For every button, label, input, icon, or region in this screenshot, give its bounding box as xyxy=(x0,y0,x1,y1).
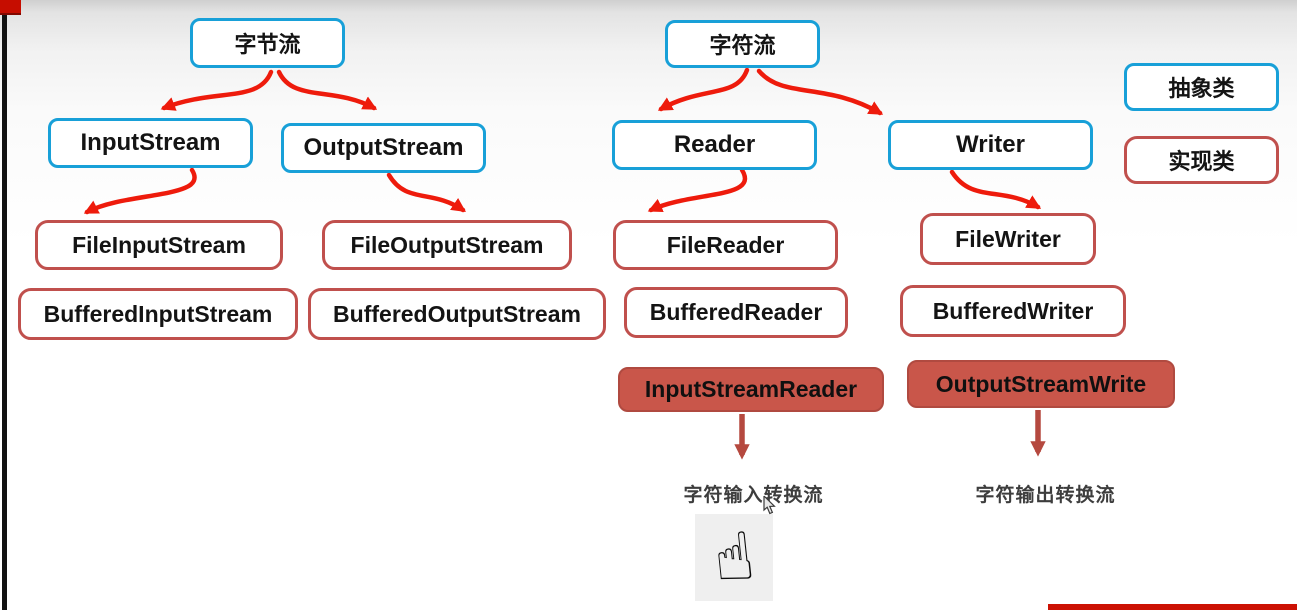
node-outputstream: OutputStream xyxy=(281,123,486,173)
node-reader-label: Reader xyxy=(673,131,756,158)
node-outputstream-label: OutputStream xyxy=(303,134,464,161)
arrow-writer-to-filewriter xyxy=(949,169,1042,210)
arrow-bytestream-to-inputstream xyxy=(160,69,274,111)
node-filewriter-label: FileWriter xyxy=(955,225,1061,252)
node-outputstreamwrite-label: OutputStreamWrite xyxy=(935,370,1147,397)
mouse-cursor-icon xyxy=(763,496,776,515)
legend-concrete-class: 实现类 xyxy=(1124,136,1279,184)
node-inputstreamreader: InputStreamReader xyxy=(618,367,884,412)
node-fileoutputstream-label: FileOutputStream xyxy=(350,231,544,258)
node-char-stream: 字符流 xyxy=(665,20,820,68)
node-char-stream-label: 字符流 xyxy=(709,33,776,58)
arrow-charstream-to-reader xyxy=(657,67,750,112)
bottom-right-red-bar xyxy=(1048,604,1297,610)
node-filereader: FileReader xyxy=(613,220,838,270)
arrow-bytestream-to-outputstream xyxy=(276,69,378,111)
node-inputstream-label: InputStream xyxy=(80,129,221,156)
node-bufferedreader: BufferedReader xyxy=(624,287,848,338)
annotation-output-convert-stream: 字符输出转换流 xyxy=(975,485,1116,506)
node-inputstreamreader-label: InputStreamReader xyxy=(644,376,858,402)
hand-pointer-icon: ☝ xyxy=(709,516,758,598)
node-byte-stream: 字节流 xyxy=(190,18,345,68)
hand-pointer-tile: ☝ xyxy=(695,514,773,601)
node-bufferedinputstream: BufferedInputStream xyxy=(18,288,298,340)
node-fileinputstream: FileInputStream xyxy=(35,220,283,270)
node-bufferedwriter-label: BufferedWriter xyxy=(932,297,1094,324)
arrow-inputstream-to-fileinputstream xyxy=(83,167,197,215)
node-outputstreamwrite: OutputStreamWrite xyxy=(907,360,1175,408)
node-fileinputstream-label: FileInputStream xyxy=(72,231,246,258)
annotation-input-convert-stream: 字符输入转换流 xyxy=(683,485,824,506)
node-writer-label: Writer xyxy=(956,131,1025,158)
node-bufferedoutputstream: BufferedOutputStream xyxy=(308,288,606,340)
legend-abstract-class: 抽象类 xyxy=(1124,63,1279,111)
node-writer: Writer xyxy=(888,120,1093,170)
legend-abstract-label: 抽象类 xyxy=(1168,76,1235,101)
node-bufferedwriter: BufferedWriter xyxy=(900,285,1126,337)
arrow-outputstream-to-fileoutputstream xyxy=(386,172,466,213)
node-inputstream: InputStream xyxy=(48,118,253,168)
arrow-charstream-to-writer xyxy=(756,68,884,116)
left-edge-bar xyxy=(2,0,7,610)
node-bufferedoutputstream-label: BufferedOutputStream xyxy=(333,300,581,327)
node-bufferedreader-label: BufferedReader xyxy=(649,299,823,325)
top-left-red-square xyxy=(0,0,21,15)
node-reader: Reader xyxy=(612,120,817,170)
node-byte-stream-label: 字节流 xyxy=(234,32,301,57)
legend-concrete-label: 实现类 xyxy=(1168,149,1235,174)
node-filereader-label: FileReader xyxy=(666,231,785,258)
node-bufferedinputstream-label: BufferedInputStream xyxy=(43,300,273,327)
node-filewriter: FileWriter xyxy=(920,213,1096,265)
arrow-reader-to-filereader xyxy=(647,167,747,213)
node-fileoutputstream: FileOutputStream xyxy=(322,220,572,270)
